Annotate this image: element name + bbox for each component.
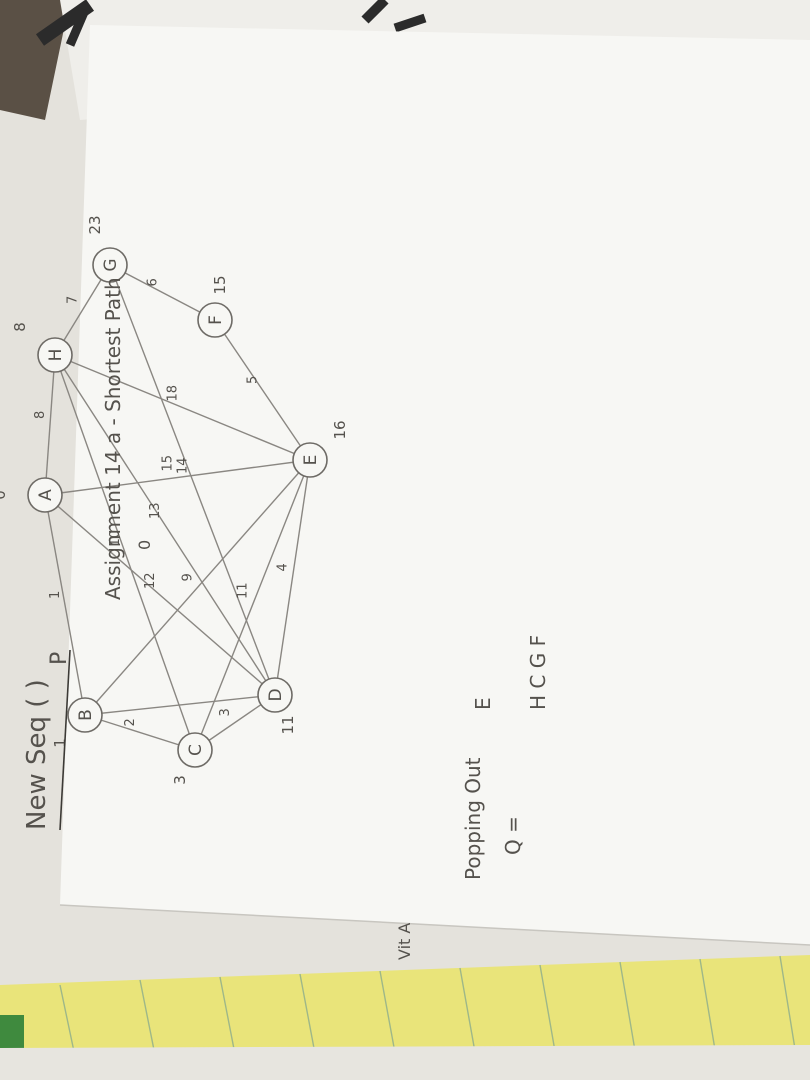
edge-D-G bbox=[109, 264, 276, 696]
graph-nodes: A0B1C3D11E16F15G23H8 bbox=[0, 215, 349, 784]
edge-weight-B-E: 9 bbox=[181, 573, 196, 581]
note-underline bbox=[59, 649, 71, 831]
edge-weight-C-D: 3 bbox=[218, 708, 233, 716]
note-title: New Seq ( ) bbox=[22, 679, 52, 830]
node-A: A0 bbox=[0, 477, 63, 513]
edge-C-H bbox=[54, 354, 196, 751]
node-distance: 0 bbox=[0, 490, 9, 500]
edge-weight-C-H: 10 bbox=[108, 530, 123, 547]
node-H: H8 bbox=[11, 322, 73, 373]
node-distance: 23 bbox=[86, 215, 104, 234]
edge-G-F bbox=[109, 264, 216, 321]
paper-edge bbox=[59, 904, 810, 946]
edge-weight-A-B: 1 bbox=[48, 591, 63, 599]
node-label: G bbox=[101, 258, 121, 271]
popping-label: Popping Out bbox=[461, 757, 485, 880]
edge-E-F bbox=[214, 319, 311, 461]
source-distance: 0 bbox=[135, 540, 154, 550]
edge-weight-C-E: 11 bbox=[236, 582, 251, 599]
edge-A-E bbox=[44, 459, 311, 496]
edge-A-D bbox=[44, 494, 276, 696]
edge-A-B bbox=[44, 494, 86, 716]
edge-weight-D-E: 4 bbox=[276, 563, 291, 571]
node-circle bbox=[37, 337, 73, 373]
node-circle bbox=[27, 477, 63, 513]
node-circle bbox=[257, 677, 293, 713]
queue-values: H C G F bbox=[526, 635, 550, 710]
edge-D-H bbox=[54, 354, 276, 696]
node-circle bbox=[197, 302, 233, 338]
edge-weight-D-G: 14 bbox=[176, 457, 191, 474]
node-E: E 16 bbox=[292, 420, 349, 478]
node-G: G 23 bbox=[86, 215, 128, 283]
edge-E-H bbox=[54, 354, 311, 461]
edge-weight-E-F: 5 bbox=[246, 376, 261, 384]
margin-note: Vit A bbox=[395, 923, 414, 960]
node-label: H bbox=[46, 349, 66, 362]
edge-B-E bbox=[84, 459, 311, 716]
node-D: D 11 bbox=[257, 677, 297, 735]
node-label: D bbox=[266, 688, 286, 701]
node-distance: 11 bbox=[279, 715, 297, 734]
note-mark: P bbox=[47, 652, 72, 665]
node-distance: 8 bbox=[11, 322, 29, 332]
node-distance: 1 bbox=[51, 738, 69, 748]
edge-weight-G-F: 6 bbox=[146, 278, 161, 286]
graph-title: Assignment 14 a - Shortest Path bbox=[101, 277, 125, 600]
node-circle bbox=[92, 247, 128, 283]
node-F: F 15 bbox=[197, 275, 233, 338]
edge-weight-B-C: 2 bbox=[123, 718, 138, 726]
edge-B-D bbox=[84, 694, 276, 716]
paper-sheet bbox=[60, 25, 810, 945]
node-B: B1 bbox=[51, 697, 103, 748]
yellow-legal-pad bbox=[0, 955, 810, 1080]
node-circle bbox=[177, 732, 213, 768]
edge-weight-A-D: 12 bbox=[143, 572, 158, 589]
popping-value: E bbox=[471, 697, 495, 710]
edge-weight-A-E: 15 bbox=[161, 455, 176, 472]
node-distance: 3 bbox=[171, 775, 189, 785]
node-label: F bbox=[206, 315, 226, 325]
node-distance: 16 bbox=[331, 420, 349, 439]
node-label: C bbox=[186, 744, 206, 756]
edge-C-E bbox=[194, 459, 311, 751]
edge-weight-E-H: 18 bbox=[166, 385, 181, 402]
node-label: A bbox=[36, 489, 56, 501]
node-label: B bbox=[76, 709, 96, 721]
graph-edges bbox=[44, 264, 311, 751]
queue-label: Q = bbox=[501, 816, 525, 855]
node-label: E bbox=[301, 455, 321, 466]
node-circle bbox=[292, 442, 328, 478]
node-circle bbox=[67, 697, 103, 733]
edge-weight-A-H: 8 bbox=[33, 411, 48, 419]
edge-A-H bbox=[44, 354, 56, 496]
edge-B-C bbox=[84, 714, 196, 751]
edge-weight-D-H: 13 bbox=[148, 502, 163, 519]
edge-weight-H-G: 7 bbox=[66, 296, 81, 304]
edge-D-E bbox=[274, 459, 311, 696]
background-marks bbox=[35, 0, 427, 47]
node-distance: 15 bbox=[211, 275, 229, 294]
node-C: C3 bbox=[171, 732, 213, 785]
